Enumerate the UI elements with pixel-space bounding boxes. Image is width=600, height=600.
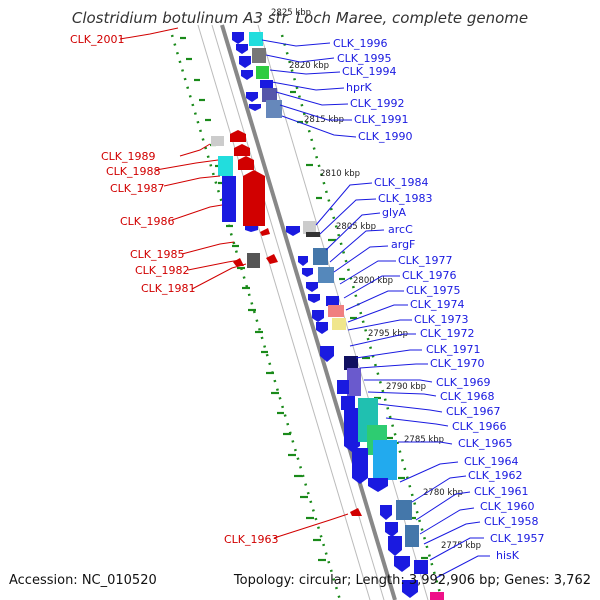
map-title: Clostridium botulinum A3 str. Loch Maree… [71, 9, 529, 27]
gene-label: CLK_1965 [458, 437, 513, 450]
kbp-label: 2820 kbp [289, 61, 329, 71]
gene-label: glyA [382, 206, 407, 219]
gene-label: hprK [346, 81, 372, 94]
gene-label: CLK_1991 [354, 113, 409, 126]
gene-label: CLK_1988 [106, 165, 161, 178]
gene-label: arcC [388, 223, 413, 236]
red-gene-labels: CLK_2001 CLK_1989 CLK_1988 CLK_1987 CLK_… [70, 33, 279, 546]
gene-label: CLK_2001 [70, 33, 125, 46]
gene-label: CLK_1976 [402, 269, 457, 282]
gene-label: CLK_1995 [337, 52, 392, 65]
gene-label: CLK_1985 [130, 248, 185, 261]
gene-label: CLK_1974 [410, 298, 465, 311]
gene-label: CLK_1984 [374, 176, 429, 189]
gene-label: CLK_1960 [480, 500, 535, 513]
reverse-strand-genes [232, 32, 444, 600]
genome-summary: Topology: circular; Length: 3,992,906 bp… [233, 573, 591, 588]
gene-label: CLK_1971 [426, 343, 481, 356]
gene-label: hisK [496, 549, 520, 562]
gene-label: CLK_1967 [446, 405, 501, 418]
gene-label: CLK_1987 [110, 182, 165, 195]
blue-leader-lines [261, 39, 490, 579]
gene-label: CLK_1963 [224, 533, 279, 546]
gene-label: CLK_1989 [101, 150, 156, 163]
kbp-label: 2790 kbp [386, 382, 426, 392]
gene-label: CLK_1990 [358, 130, 413, 143]
genome-backbone [220, 24, 397, 600]
gene-label: CLK_1975 [406, 284, 461, 297]
track-boundary [197, 24, 371, 600]
forward-strand-genes [211, 130, 362, 516]
gene-label: CLK_1958 [484, 515, 539, 528]
gene-label: CLK_1962 [468, 469, 523, 482]
gene-label: CLK_1994 [342, 65, 397, 78]
gene-label: CLK_1996 [333, 37, 388, 50]
gene-label: CLK_1970 [430, 357, 485, 370]
blue-gene-labels: CLK_1996 CLK_1995 CLK_1994 hprK CLK_1992… [333, 37, 545, 562]
kbp-label: 2775 kbp [441, 541, 481, 551]
kbp-label: 2795 kbp [368, 329, 408, 339]
gene-label: CLK_1966 [452, 420, 507, 433]
gene-label: CLK_1982 [135, 264, 190, 277]
gene-label: CLK_1969 [436, 376, 491, 389]
kbp-label: 2785 kbp [404, 435, 444, 445]
gene-label: CLK_1973 [414, 313, 469, 326]
gene-label: CLK_1961 [474, 485, 529, 498]
gene-label: CLK_1957 [490, 532, 545, 545]
gene-label: CLK_1968 [440, 390, 495, 403]
kbp-label: 2805 kbp [336, 222, 376, 232]
gene-label: CLK_1992 [350, 97, 405, 110]
accession-label: Accession: NC_010520 [9, 573, 157, 588]
kbp-label: 2825 kbp [271, 8, 311, 18]
gene-label: CLK_1977 [398, 254, 453, 267]
track-boundary [211, 24, 385, 600]
red-leader-lines [119, 27, 349, 539]
gene-label: argF [391, 238, 415, 251]
gene-label: CLK_1986 [120, 215, 175, 228]
gene-label: CLK_1972 [420, 327, 475, 340]
gene-label: CLK_1981 [141, 282, 196, 295]
gene-label: CLK_1964 [464, 455, 519, 468]
gene-label: CLK_1983 [378, 192, 433, 205]
kbp-label: 2780 kbp [423, 488, 463, 498]
kbp-label: 2815 kbp [304, 115, 344, 125]
kbp-label: 2810 kbp [320, 169, 360, 179]
